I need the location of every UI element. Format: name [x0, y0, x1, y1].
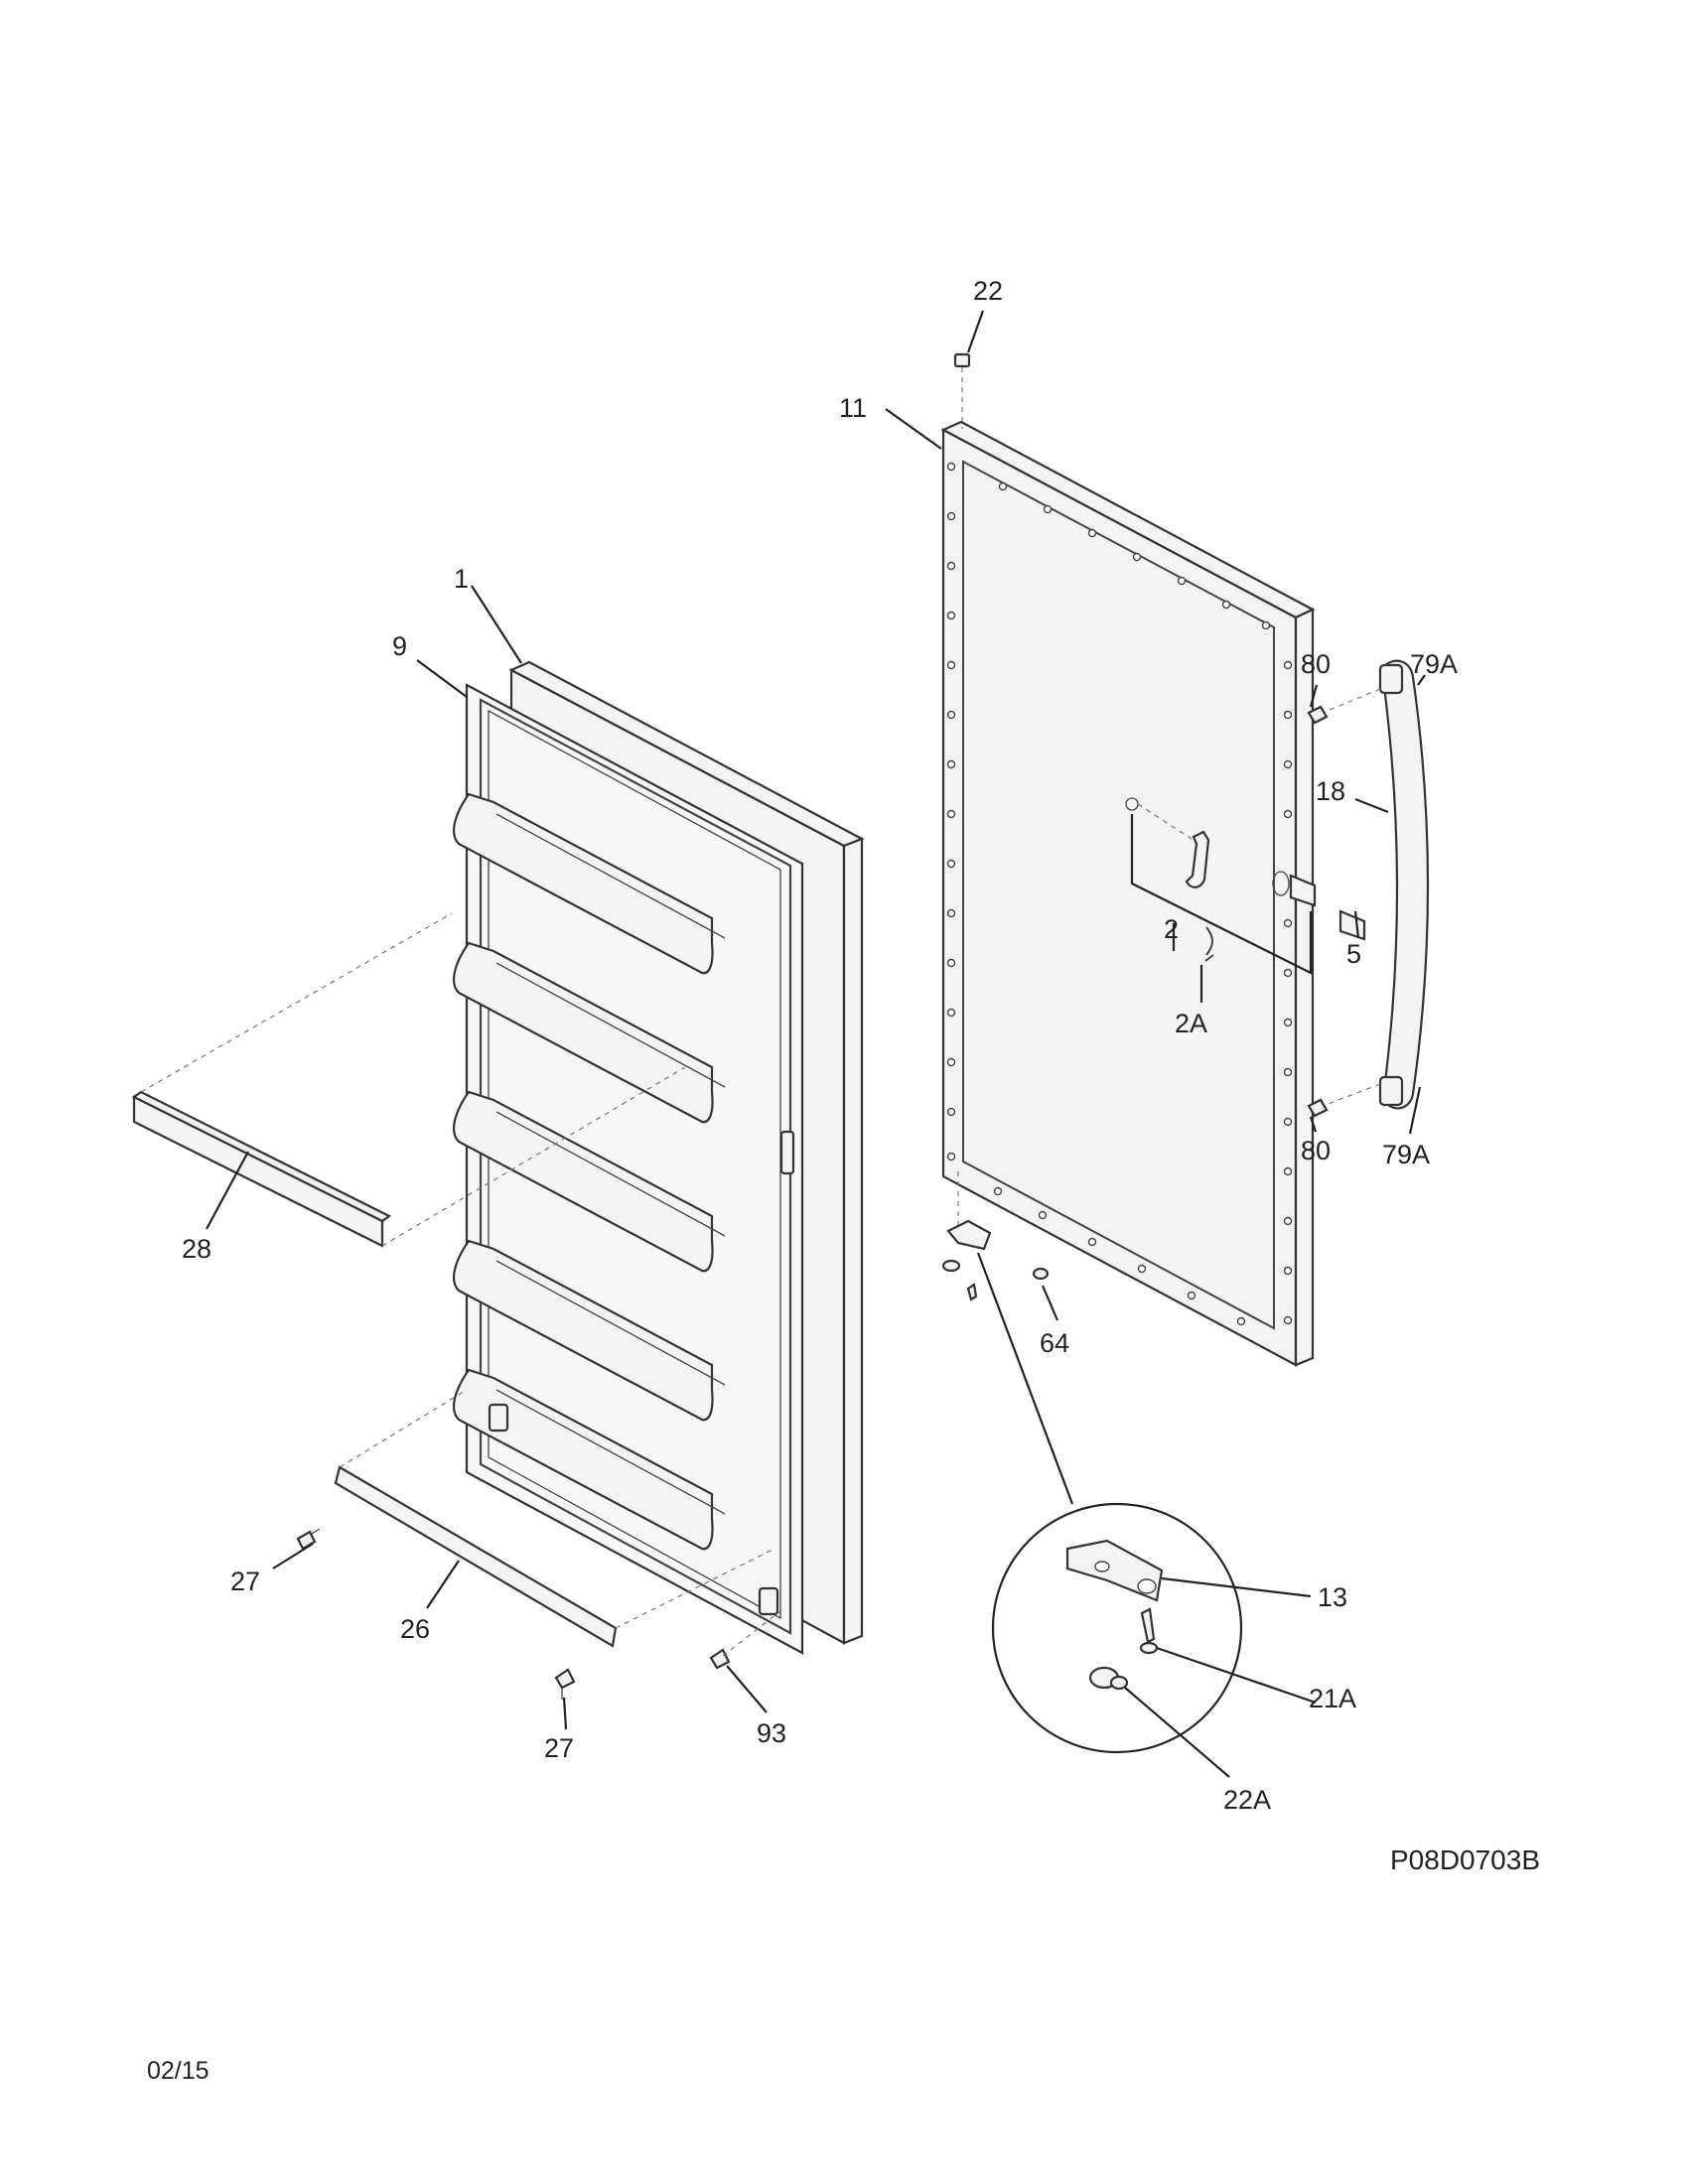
callout-22: 22 — [973, 276, 1003, 306]
door-handle — [1322, 659, 1430, 1110]
callout-79A-top: 79A — [1410, 649, 1458, 679]
handle-screw-80-bottom — [1307, 1098, 1329, 1118]
shelf-rail-28 — [131, 912, 686, 1248]
callout-22A: 22A — [1223, 1785, 1271, 1815]
callout-5: 5 — [1346, 939, 1361, 969]
callout-13: 13 — [1318, 1582, 1347, 1612]
callout-79A-bottom: 79A — [1382, 1140, 1430, 1169]
callout-80-top: 80 — [1301, 649, 1331, 679]
date-code: 02/15 — [147, 2057, 210, 2085]
door-shelves — [452, 792, 726, 1551]
diagram-id: P08D0703B — [1390, 1844, 1541, 1875]
callout-26: 26 — [400, 1614, 430, 1644]
callout-93: 93 — [757, 1718, 786, 1748]
callout-18: 18 — [1316, 776, 1345, 806]
hinge-detail-magnifier — [991, 1502, 1243, 1754]
hinge-parts — [941, 1171, 1050, 1301]
callout-64: 64 — [1040, 1328, 1069, 1358]
bottom-trim-26 — [334, 1389, 775, 1648]
callout-27-left: 27 — [230, 1567, 260, 1596]
screw-22 — [953, 352, 971, 429]
callout-1: 1 — [454, 564, 469, 594]
panel-screw-holes — [946, 462, 1293, 1326]
leader-lines — [206, 310, 1426, 1778]
callout-80-bottom: 80 — [1301, 1136, 1331, 1165]
rivet-27-bottom — [554, 1668, 576, 1700]
callout-9: 9 — [392, 631, 407, 661]
rivet-93 — [709, 1607, 785, 1670]
callout-27-bottom: 27 — [544, 1733, 574, 1763]
callout-2A: 2A — [1175, 1009, 1207, 1038]
handle-screw-80-top — [1307, 705, 1329, 725]
door-gasket — [452, 683, 804, 1655]
callout-11: 11 — [839, 393, 867, 423]
callout-2: 2 — [1164, 914, 1179, 944]
callout-28: 28 — [182, 1234, 211, 1264]
rivet-27-left — [296, 1528, 321, 1551]
outer-door-panel — [940, 420, 1366, 1367]
callout-21A: 21A — [1309, 1684, 1356, 1713]
